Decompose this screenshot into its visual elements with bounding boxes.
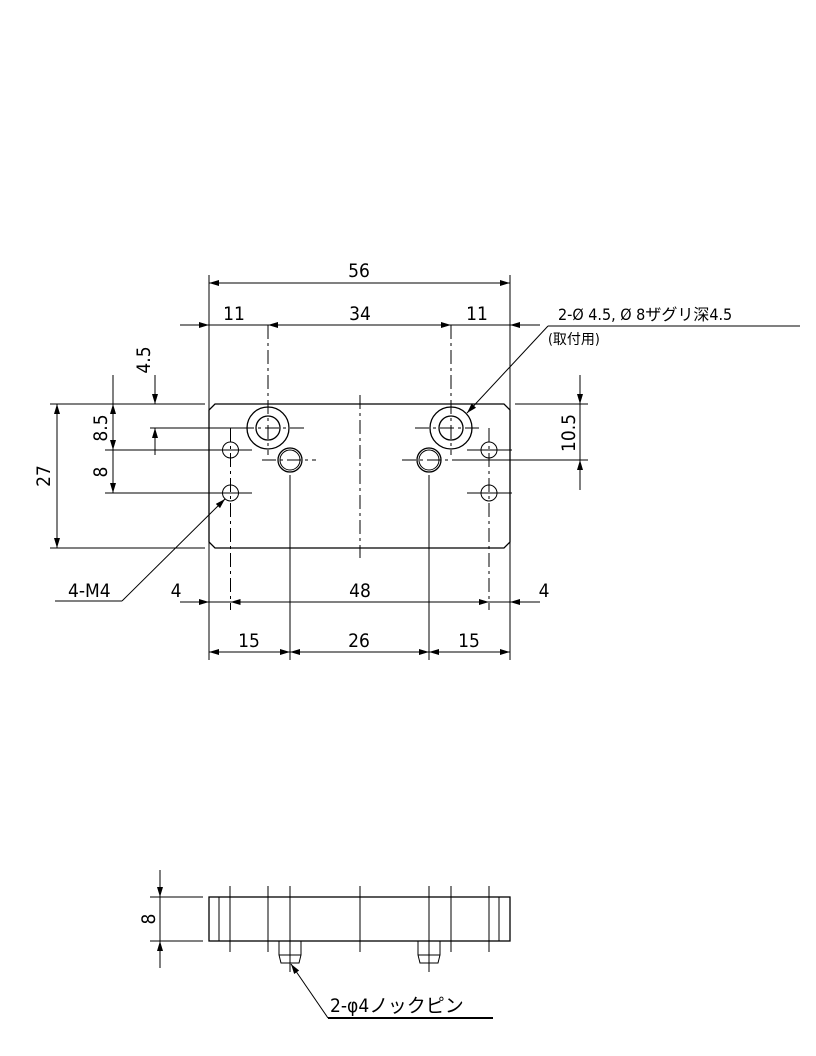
counterbore-hole-left <box>240 325 305 455</box>
dim-top-to-hole: 4.5 <box>133 346 155 373</box>
m4-holes <box>105 428 512 610</box>
pin-note: 2-φ4ノックピン <box>330 995 464 1017</box>
counterbore-leader <box>466 325 800 414</box>
counterbore-hole-right <box>415 325 480 455</box>
dim-overall-width: 56 <box>348 260 370 282</box>
dim-m4-pitch: 8 <box>90 467 112 478</box>
dim-right-offset: 11 <box>466 303 488 325</box>
tapped-note: 4-M4 <box>68 580 111 602</box>
dowel-pins-side <box>278 941 441 964</box>
dim-m4-top: 8.5 <box>90 414 112 441</box>
extension-lines <box>50 275 588 660</box>
counterbore-note: 2-Ø 4.5, Ø 8ザグリ深4.5 <box>558 305 732 324</box>
dim-m4-left-edge: 4 <box>171 580 182 602</box>
dim-m4-right-edge: 4 <box>539 580 550 602</box>
side-view: 8 2-φ4ノックピン <box>138 870 511 1019</box>
dim-hole-pitch: 34 <box>349 303 371 325</box>
pin-leader <box>290 963 493 1019</box>
side-dimension <box>150 870 203 968</box>
dowel-pin-holes <box>262 447 588 660</box>
dim-pin-left: 15 <box>238 630 260 652</box>
dim-pin-from-top: 10.5 <box>558 414 580 452</box>
dim-pin-pitch: 26 <box>348 630 370 652</box>
counterbore-note-sub: (取付用) <box>548 332 600 348</box>
side-hidden-lines <box>218 886 500 972</box>
dim-left-offset: 11 <box>223 303 245 325</box>
dim-height: 27 <box>33 465 55 487</box>
tapped-leader <box>55 498 226 602</box>
dim-pin-right: 15 <box>458 630 480 652</box>
plan-view: 56 11 34 11 27 4.5 8.5 8 10.5 4 48 4 15 … <box>33 260 800 660</box>
dim-m4-pitch-x: 48 <box>349 580 371 602</box>
dimension-lines <box>54 280 583 655</box>
dim-thickness: 8 <box>138 914 160 925</box>
